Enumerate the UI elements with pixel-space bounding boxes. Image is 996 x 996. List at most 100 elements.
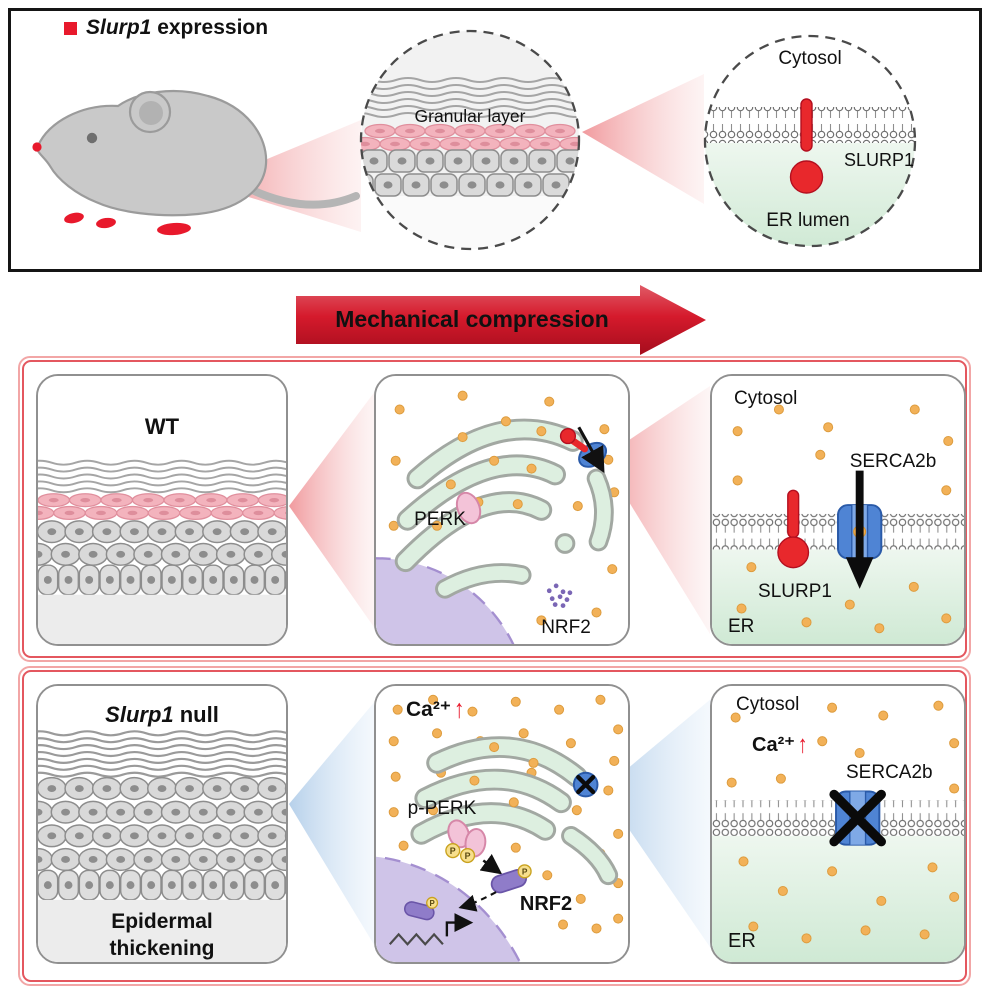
blocked-x-icon [829, 789, 886, 847]
epidermal-thickening-label: Epidermal thickening [109, 908, 214, 963]
er-label-wt: ER [728, 616, 755, 637]
calcium-increase-label-membrane: Ca²⁺↑ [752, 731, 808, 759]
perk-label: PERK [414, 509, 466, 530]
perk-protein [455, 491, 482, 525]
mechanical-compression-arrow [296, 285, 706, 355]
wt-skin-drawing [38, 376, 286, 644]
calcium-label: Ca²⁺ [752, 734, 795, 756]
epidermal-line1: Epidermal [111, 910, 213, 933]
calcium-label: Ca²⁺ [406, 698, 451, 721]
calcium-increase-label-cell: Ca²⁺↑ [406, 694, 465, 724]
slurp1-protein [789, 98, 824, 194]
dashed-circle-border [359, 29, 581, 251]
phospho-label: P [450, 846, 456, 856]
slurp1-label-top: SLURP1 [843, 150, 915, 170]
mouse-hind-paw-slurp1 [157, 222, 191, 236]
mechanical-compression-label: Mechanical compression [335, 306, 609, 332]
top-panel-frame [8, 8, 982, 272]
null-membrane-box [710, 684, 966, 964]
cytosol-label-null: Cytosol [736, 694, 800, 715]
legend-label: Slurp1 expression [86, 16, 268, 40]
calcium-ions-cytosol [388, 390, 620, 626]
zoom-connector-skin-to-membrane [582, 74, 704, 204]
wt-title: WT [144, 414, 180, 439]
granular-layer-label: Granular layer [414, 106, 526, 126]
blocked-x-icon [576, 775, 596, 795]
granular-layer-cells [38, 493, 286, 521]
calcium-flow-arrow-icon [845, 470, 874, 589]
nuclear-nrf2: P [403, 896, 439, 921]
mouse-front-paw-slurp1 [64, 212, 84, 224]
null-cell-drawing: P P P P [376, 686, 628, 962]
gene-name: Slurp1 [105, 702, 174, 727]
epidermal-line2: thickening [109, 937, 215, 961]
nucleus [376, 855, 522, 962]
slurp1-protein [777, 489, 810, 569]
dashed-circle-border [703, 34, 917, 248]
calcium-uptake-arrow-icon [577, 426, 605, 474]
er-label-null: ER [728, 930, 756, 952]
calcium-ions-elevated [388, 694, 624, 934]
mouse-eye [86, 132, 98, 144]
wt-membrane-drawing [712, 376, 964, 644]
p-perk-label: p-PERK [407, 798, 477, 819]
calcium-ions-cytosol-elevated [726, 700, 960, 794]
wt-cell-drawing [376, 376, 628, 644]
serca2b-label-null: SERCA2b [846, 762, 933, 783]
null-cell-box: P P P P [374, 684, 630, 964]
slurp1-label-wt: SLURP1 [758, 581, 832, 602]
null-row-frame [18, 666, 971, 986]
skin-layers [361, 31, 579, 249]
increase-arrow-icon: ↑ [453, 694, 465, 724]
nrf2-cluster [546, 583, 573, 608]
gene-name: Slurp1 [86, 16, 152, 39]
cytosol-label-top: Cytosol [778, 48, 842, 69]
mouse-inner-ear [139, 101, 163, 125]
dna-icon [388, 932, 444, 946]
red-square-icon [64, 21, 77, 35]
nrf2-label-null: NRF2 [519, 893, 573, 915]
slurp1-expression-legend: Slurp1 expression [64, 16, 268, 40]
transcription-arrow-icon [445, 913, 474, 937]
serca2b-channel-blocked [829, 789, 886, 847]
er-vesicle [554, 533, 576, 554]
calcium-ions-er [738, 856, 960, 944]
er-lumen-label: ER lumen [766, 210, 850, 231]
er-membrane-zoom-circle [703, 34, 917, 248]
mouse-front-paw2-slurp1 [96, 217, 116, 229]
increase-arrow-icon: ↑ [797, 731, 808, 759]
zoom-connector-null-cell-to-membrane [602, 698, 712, 950]
skin-zoom-circle [359, 29, 581, 251]
er-lumen-region [712, 835, 964, 962]
dermis-region [38, 899, 286, 962]
phospho-label: P [429, 899, 434, 908]
nrf2-translocation-arrow-icon [458, 891, 497, 912]
null-title: Slurp1 null [105, 702, 219, 728]
nrf2-label-wt: NRF2 [541, 617, 591, 638]
nucleus [376, 557, 515, 644]
phospho-label: P [522, 866, 528, 876]
wt-skin-box [36, 374, 288, 646]
dermis-region [38, 594, 286, 644]
mouse-nose-slurp1 [32, 142, 42, 152]
null-skin-drawing [38, 686, 286, 962]
calcium-ions-er [736, 562, 952, 634]
perk-to-nrf2-arrow-icon [479, 853, 503, 875]
null-skin-box [36, 684, 288, 964]
zoom-connector-null-skin-to-cell [289, 700, 376, 948]
calcium-ions-residual-er [469, 742, 539, 808]
mouse-body [36, 90, 268, 217]
mouse-illustration [32, 90, 360, 236]
serca2b-label-wt: SERCA2b [849, 451, 937, 472]
calcium-ions-cytosol [732, 404, 954, 496]
phospho-label: P [465, 851, 471, 861]
p-perk-dimer: P P [445, 819, 487, 864]
legend-label-rest: expression [151, 16, 269, 39]
null-membrane-drawing [712, 686, 964, 962]
cytosol-label-wt: Cytosol [734, 388, 798, 409]
nrf2-protein: P [490, 864, 532, 894]
slurp1-serca2b-complex [559, 426, 608, 474]
zoom-connector-wt-skin-to-cell [289, 390, 376, 630]
null-title-rest: null [173, 702, 219, 727]
